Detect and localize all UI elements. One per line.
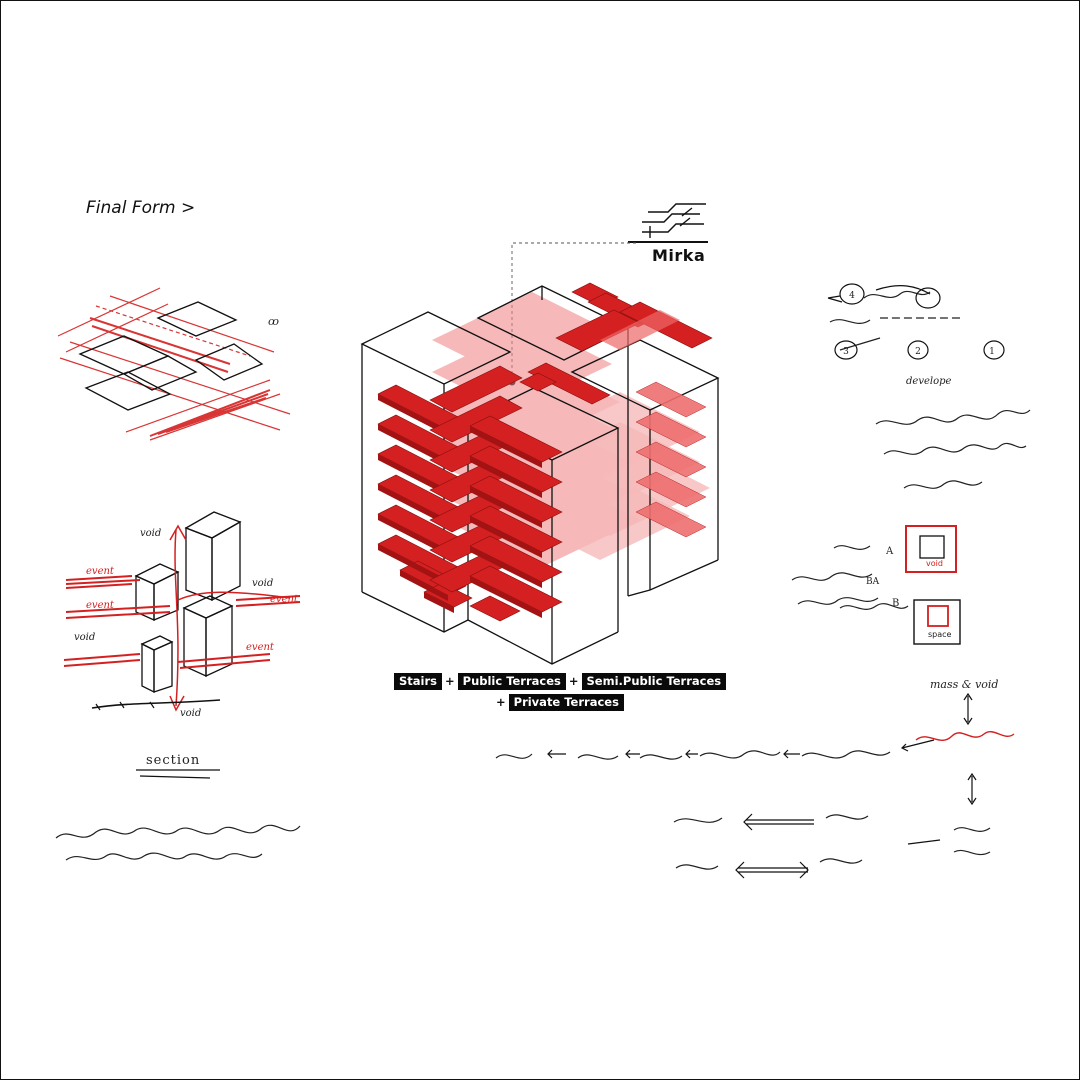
num-2: 2 xyxy=(915,347,921,357)
event-label-3: event xyxy=(270,594,299,605)
legend-stairs: Stairs xyxy=(394,673,442,690)
plan-sketch: ꝏ xyxy=(57,287,291,441)
svg-text:ꝏ: ꝏ xyxy=(268,315,279,328)
legend-semi-public-terraces: Semi.Public Terraces xyxy=(581,673,727,690)
red-note xyxy=(915,731,1015,741)
label-b: B xyxy=(892,598,899,609)
legend-row-1: Stairs+Public Terraces+Semi.Public Terra… xyxy=(394,673,727,690)
num-4: 4 xyxy=(849,291,855,301)
page-title: Final Form > xyxy=(86,198,196,218)
num-1: 1 xyxy=(989,347,995,357)
void-label-top: void xyxy=(140,528,161,539)
develope-label: develope xyxy=(906,376,952,387)
circled-numbers xyxy=(834,283,1005,360)
event-label-1: event xyxy=(86,566,115,577)
legend-plus: + xyxy=(568,674,579,688)
section-underline xyxy=(136,769,220,779)
section-icon xyxy=(628,203,708,243)
legend-private-terraces: Private Terraces xyxy=(508,694,624,711)
handwritten-notes xyxy=(55,290,1031,870)
event-label-4: event xyxy=(246,642,275,653)
legend-plus: + xyxy=(445,674,455,688)
section-label: section xyxy=(146,753,200,768)
void-label-bottom: void xyxy=(180,708,201,719)
building-name: Mirka xyxy=(652,246,706,265)
legend-public-terraces: Public Terraces xyxy=(457,673,566,690)
flow-arrows xyxy=(547,285,977,879)
legend-plus: + xyxy=(496,695,506,709)
num-3: 3 xyxy=(843,347,849,357)
axonometric-building xyxy=(360,282,720,665)
label-a: A xyxy=(885,546,894,557)
box-diagrams xyxy=(905,525,961,645)
label-ba: BA xyxy=(866,577,880,587)
space-label: space xyxy=(928,630,952,639)
void-label-left: void xyxy=(74,632,95,643)
void-event-sketch xyxy=(63,511,301,712)
void-box-label: void xyxy=(926,559,943,568)
void-label-right: void xyxy=(252,578,273,589)
legend-row-2: +Private Terraces xyxy=(493,694,624,711)
event-label-2: event xyxy=(86,600,115,611)
mass-void-label: mass & void xyxy=(930,678,998,691)
